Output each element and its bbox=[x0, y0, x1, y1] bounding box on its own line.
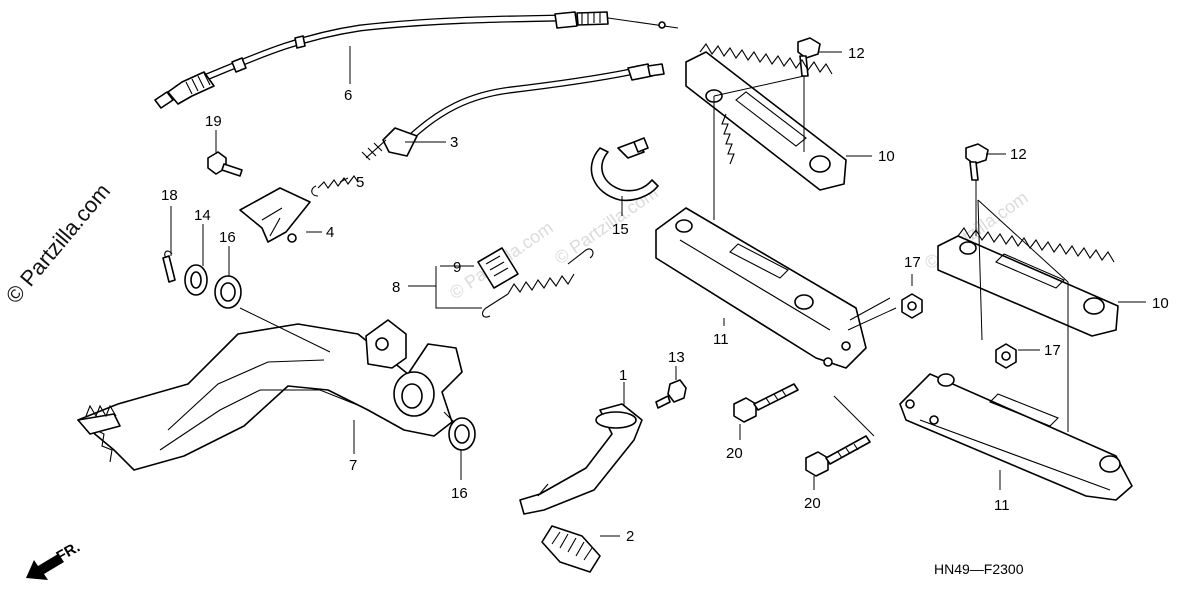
callout-label: 15 bbox=[612, 221, 629, 238]
part-12-bolt-right[interactable] bbox=[965, 143, 989, 181]
part-19-bolt[interactable] bbox=[207, 151, 243, 177]
leader-lines bbox=[170, 46, 1146, 537]
part-4-bracket[interactable] bbox=[239, 187, 311, 243]
callout-label: 12 bbox=[848, 45, 865, 62]
diagram-code: HN49—F2300 bbox=[934, 561, 1024, 577]
callout-label: 12 bbox=[1010, 146, 1027, 163]
callout-label: 20 bbox=[726, 445, 743, 462]
part-3-switch-cable[interactable] bbox=[361, 63, 665, 161]
part-16-seal-upper[interactable] bbox=[214, 275, 242, 309]
part-20-bolt-upper[interactable] bbox=[733, 383, 799, 423]
arrow-down-left-icon bbox=[26, 554, 64, 580]
callout-label: 14 bbox=[194, 207, 211, 224]
callout-label: 3 bbox=[450, 134, 458, 151]
part-5-spring[interactable] bbox=[311, 175, 359, 197]
callout-label: 17 bbox=[904, 254, 921, 271]
watermark-left: © Partzilla.com bbox=[1, 179, 115, 309]
callout-label: 5 bbox=[356, 174, 364, 191]
part-12-bolt-upper[interactable] bbox=[797, 37, 821, 77]
part-11-bracket-lower[interactable] bbox=[899, 373, 1133, 501]
part-18-cotter-pin[interactable] bbox=[162, 250, 176, 283]
callout-label: 11 bbox=[713, 331, 729, 348]
part-9-spring-sleeve[interactable] bbox=[477, 247, 519, 289]
callout-label: 6 bbox=[344, 87, 352, 104]
part-11-bracket-upper[interactable] bbox=[655, 207, 867, 369]
front-direction-marker: FR. bbox=[26, 539, 83, 580]
callout-label: 9 bbox=[453, 259, 461, 276]
part-2-pedal-rubber[interactable] bbox=[541, 525, 601, 573]
part-17-nut-upper[interactable] bbox=[901, 293, 923, 319]
callout-label: 18 bbox=[161, 187, 178, 204]
callout-label: 4 bbox=[326, 224, 334, 241]
callout-label: 13 bbox=[668, 349, 685, 366]
callout-labels: 1 2 3 4 5 6 7 8 9 10 10 11 11 12 12 13 1… bbox=[161, 45, 1169, 545]
part-10-footpeg-right[interactable] bbox=[937, 227, 1119, 337]
callout-label: 2 bbox=[626, 528, 634, 545]
callout-label: 16 bbox=[219, 229, 236, 246]
callout-label: 16 bbox=[451, 485, 468, 502]
callout-label: 10 bbox=[1152, 295, 1169, 312]
part-13-bolt[interactable] bbox=[655, 379, 687, 409]
callout-label: 10 bbox=[878, 148, 895, 165]
callout-label: 7 bbox=[349, 457, 357, 474]
callout-label: 20 bbox=[804, 495, 821, 512]
part-14-washer[interactable] bbox=[184, 264, 208, 296]
callout-label: 19 bbox=[205, 113, 222, 130]
part-20-bolt-lower[interactable] bbox=[805, 435, 871, 477]
callout-label: 1 bbox=[619, 367, 627, 384]
part-6-brake-cable[interactable] bbox=[154, 11, 679, 109]
part-17-nut-lower[interactable] bbox=[995, 343, 1017, 369]
part-10-footpeg-upper[interactable] bbox=[685, 43, 847, 191]
part-7-brake-pedal[interactable] bbox=[77, 319, 463, 471]
part-1-shift-pedal[interactable] bbox=[519, 403, 643, 515]
part-16-seal-lower[interactable] bbox=[448, 417, 476, 451]
part-8-return-spring[interactable] bbox=[481, 248, 594, 318]
part-15-clamp-band[interactable] bbox=[590, 137, 659, 202]
callout-label: 11 bbox=[994, 497, 1010, 514]
callout-label: 17 bbox=[1044, 342, 1061, 359]
callout-label: 8 bbox=[392, 279, 400, 296]
